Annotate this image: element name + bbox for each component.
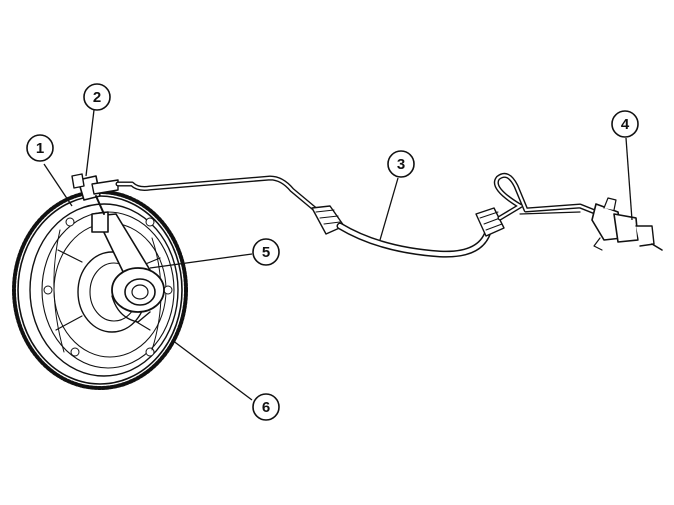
leader-2 [85, 109, 95, 177]
leader-1 [43, 163, 73, 207]
clutch-master-cylinder [591, 197, 663, 251]
hose-fitting-right [475, 207, 505, 237]
callout-4-label: 4 [621, 116, 630, 133]
leader-lines [43, 109, 633, 401]
callout-1: 1 [26, 134, 54, 162]
callout-5-label: 5 [262, 244, 270, 261]
leader-6 [171, 339, 253, 401]
callout-5: 5 [252, 238, 280, 266]
flywheel-face [29, 203, 179, 377]
concentric-slave-cylinder [91, 211, 165, 323]
bleeder-screw [71, 173, 85, 189]
leader-4 [625, 137, 633, 221]
leader-5 [149, 253, 253, 269]
callout-2-label: 2 [93, 89, 101, 106]
hose-fitting-left [311, 205, 345, 235]
hydraulic-line [115, 172, 603, 258]
callout-6-label: 6 [262, 399, 270, 416]
callout-4: 4 [611, 110, 639, 138]
callout-3-label: 3 [397, 156, 405, 173]
callout-1-label: 1 [36, 140, 44, 157]
callout-3: 3 [387, 150, 415, 178]
leader-3 [379, 177, 399, 241]
flywheel-assembly [12, 190, 188, 390]
callout-6: 6 [252, 393, 280, 421]
callout-2: 2 [83, 83, 111, 111]
